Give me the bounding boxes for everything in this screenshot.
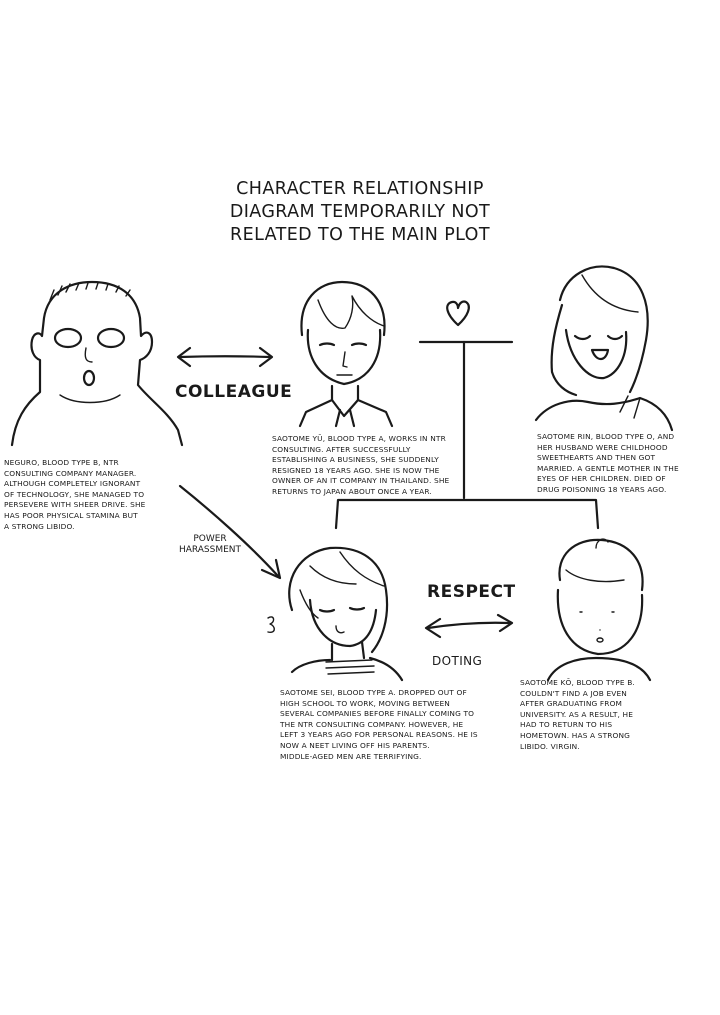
heart-icon bbox=[446, 300, 470, 327]
title-line: DIAGRAM TEMPORARILY NOT bbox=[229, 202, 491, 222]
relation-doting: DOTING bbox=[432, 654, 483, 668]
bio-neguro: NEGURO, BLOOD TYPE B, NTR CONSULTING COM… bbox=[4, 458, 146, 531]
bio-ko: SAOTOME KŌ, BLOOD TYPE B. COULDN'T FIND … bbox=[520, 678, 635, 751]
portrait-ko bbox=[546, 538, 652, 682]
portrait-rin bbox=[534, 265, 674, 432]
title-line: RELATED TO THE MAIN PLOT bbox=[230, 225, 490, 245]
family-tree bbox=[334, 340, 600, 530]
title-line: CHARACTER RELATIONSHIP bbox=[236, 179, 484, 199]
portrait-neguro bbox=[10, 280, 184, 447]
bio-rin: SAOTOME RIN, BLOOD TYPE O, AND HER HUSBA… bbox=[537, 432, 679, 494]
portrait-yu bbox=[298, 280, 394, 428]
relation-colleague: COLLEAGUE bbox=[175, 382, 293, 402]
arrow-icon bbox=[178, 484, 282, 580]
bio-sei: SAOTOME SEI, BLOOD TYPE A. DROPPED OUT O… bbox=[280, 688, 478, 761]
fluster-squiggle-icon bbox=[267, 616, 275, 634]
relation-power-harassment: POWER HARASSMENT bbox=[178, 534, 242, 555]
relation-respect: RESPECT bbox=[427, 582, 516, 602]
diagram-title: CHARACTER RELATIONSHIP DIAGRAM TEMPORARI… bbox=[150, 178, 570, 247]
portrait-sei bbox=[267, 546, 404, 682]
double-arrow-icon bbox=[176, 346, 274, 368]
bio-yu: SAOTOME YŪ, BLOOD TYPE A, WORKS IN NTR C… bbox=[272, 434, 450, 496]
respect-arrow bbox=[424, 613, 514, 639]
